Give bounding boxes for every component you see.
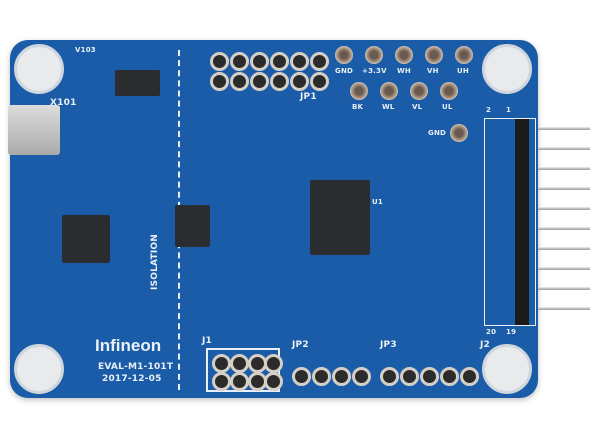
j2-pins (538, 127, 590, 130)
pad-wh[interactable] (395, 46, 413, 64)
mounting-hole-bottom-right (482, 344, 532, 394)
j2-pin1: 1 (506, 106, 512, 114)
j2-label: J2 (480, 340, 491, 350)
pad-label-3v3: +3.3V (362, 67, 387, 75)
isolator-ic-u103 (175, 205, 210, 247)
j2-pins (538, 227, 590, 230)
jp2-label: JP2 (292, 340, 309, 350)
mounting-hole-top-left (14, 44, 64, 94)
jp1-label: JP1 (300, 92, 317, 102)
board-date: 2017-12-05 (102, 374, 162, 384)
board-model: EVAL-M1-101T (98, 362, 174, 372)
pad-label-uh: UH (457, 67, 469, 75)
j2-pin19: 19 (506, 328, 517, 336)
pad-label-vh: VH (427, 67, 439, 75)
gnd-test-pad[interactable] (450, 124, 468, 142)
jp2-jp3-header[interactable] (290, 365, 480, 386)
pad-ul[interactable] (440, 82, 458, 100)
j2-pins (538, 307, 590, 310)
pcb-board: X101 V103 ISOLATION U1 JP1 GND +3.3V WH … (8, 40, 538, 398)
pad-vl[interactable] (410, 82, 428, 100)
voltage-regulator (115, 70, 160, 96)
u1-label: U1 (372, 198, 383, 206)
j1-connector[interactable] (206, 348, 283, 392)
microcontroller-u1 (310, 180, 370, 255)
isolation-label: ISOLATION (150, 234, 160, 290)
usb-label: X101 (50, 98, 77, 108)
infineon-logo: Infineon (95, 336, 162, 355)
pad-vh[interactable] (425, 46, 443, 64)
usb-bridge-ic (62, 215, 110, 263)
gnd-test-label: GND (428, 129, 447, 137)
pad-bk[interactable] (350, 82, 368, 100)
pad-wl[interactable] (380, 82, 398, 100)
jp3-label: JP3 (380, 340, 397, 350)
mounting-hole-bottom-left (14, 344, 64, 394)
pad-3v3[interactable] (365, 46, 383, 64)
pad-label-wh: WH (397, 67, 411, 75)
j2-pins (538, 287, 590, 290)
pad-label-wl: WL (382, 103, 395, 111)
usb-connector[interactable] (8, 105, 60, 155)
j2-pins (538, 267, 590, 270)
pad-label-ul: UL (442, 103, 453, 111)
pad-gnd[interactable] (335, 46, 353, 64)
regulator-label: V103 (75, 46, 96, 54)
pad-uh[interactable] (455, 46, 473, 64)
j2-pins (538, 167, 590, 170)
j2-pins (538, 247, 590, 250)
j2-pins (538, 147, 590, 150)
pad-label-bk: BK (352, 103, 364, 111)
j1-label: J1 (202, 336, 213, 346)
j2-pin20: 20 (486, 328, 497, 336)
j2-pin2: 2 (486, 106, 492, 114)
j2-pins (538, 187, 590, 190)
j2-header[interactable] (484, 118, 536, 326)
mounting-hole-top-right (482, 44, 532, 94)
j2-pins (538, 207, 590, 210)
pad-label-gnd: GND (335, 67, 354, 75)
jp1-header[interactable] (208, 48, 333, 92)
pad-label-vl: VL (412, 103, 423, 111)
